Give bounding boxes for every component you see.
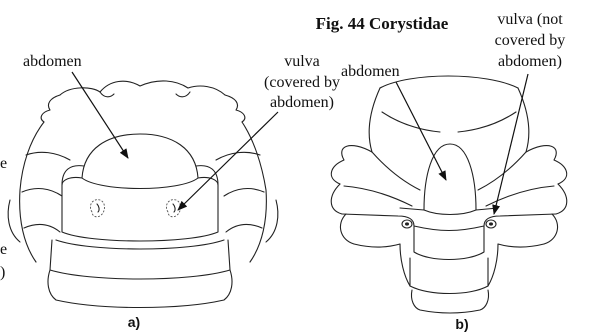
panel-a-vulva-arrow [178, 112, 278, 210]
panel-a-vulva-label-line3: abdomen) [270, 94, 334, 111]
panel-b-vulva-label-line1: vulva (not [497, 11, 563, 28]
panel-b-abdomen-arrow [396, 82, 446, 180]
panel-b-abdomen-label: abdomen [341, 63, 400, 80]
panel-b-vulva-label-line3: abdomen) [498, 53, 562, 70]
panel-a-drawing [8, 81, 278, 308]
margin-fragment-3: ) [0, 264, 5, 281]
panel-b-vulva-arrow [494, 74, 528, 214]
figure-title: Fig. 44 Corystidae [316, 14, 449, 33]
panel-a-caption: a) [128, 314, 140, 330]
panel-b-vulva-label-line2: covered by [495, 32, 566, 49]
margin-fragment-1: e [0, 155, 7, 172]
panel-a-vulva-label-line2: (covered by [264, 74, 340, 91]
panel-a-vulva-label-line1: vulva [284, 53, 320, 70]
panel-b-drawing [331, 76, 567, 313]
panel-b-caption: b) [455, 316, 468, 332]
margin-fragment-2: e [0, 241, 7, 258]
panel-a-abdomen-label: abdomen [23, 53, 82, 70]
